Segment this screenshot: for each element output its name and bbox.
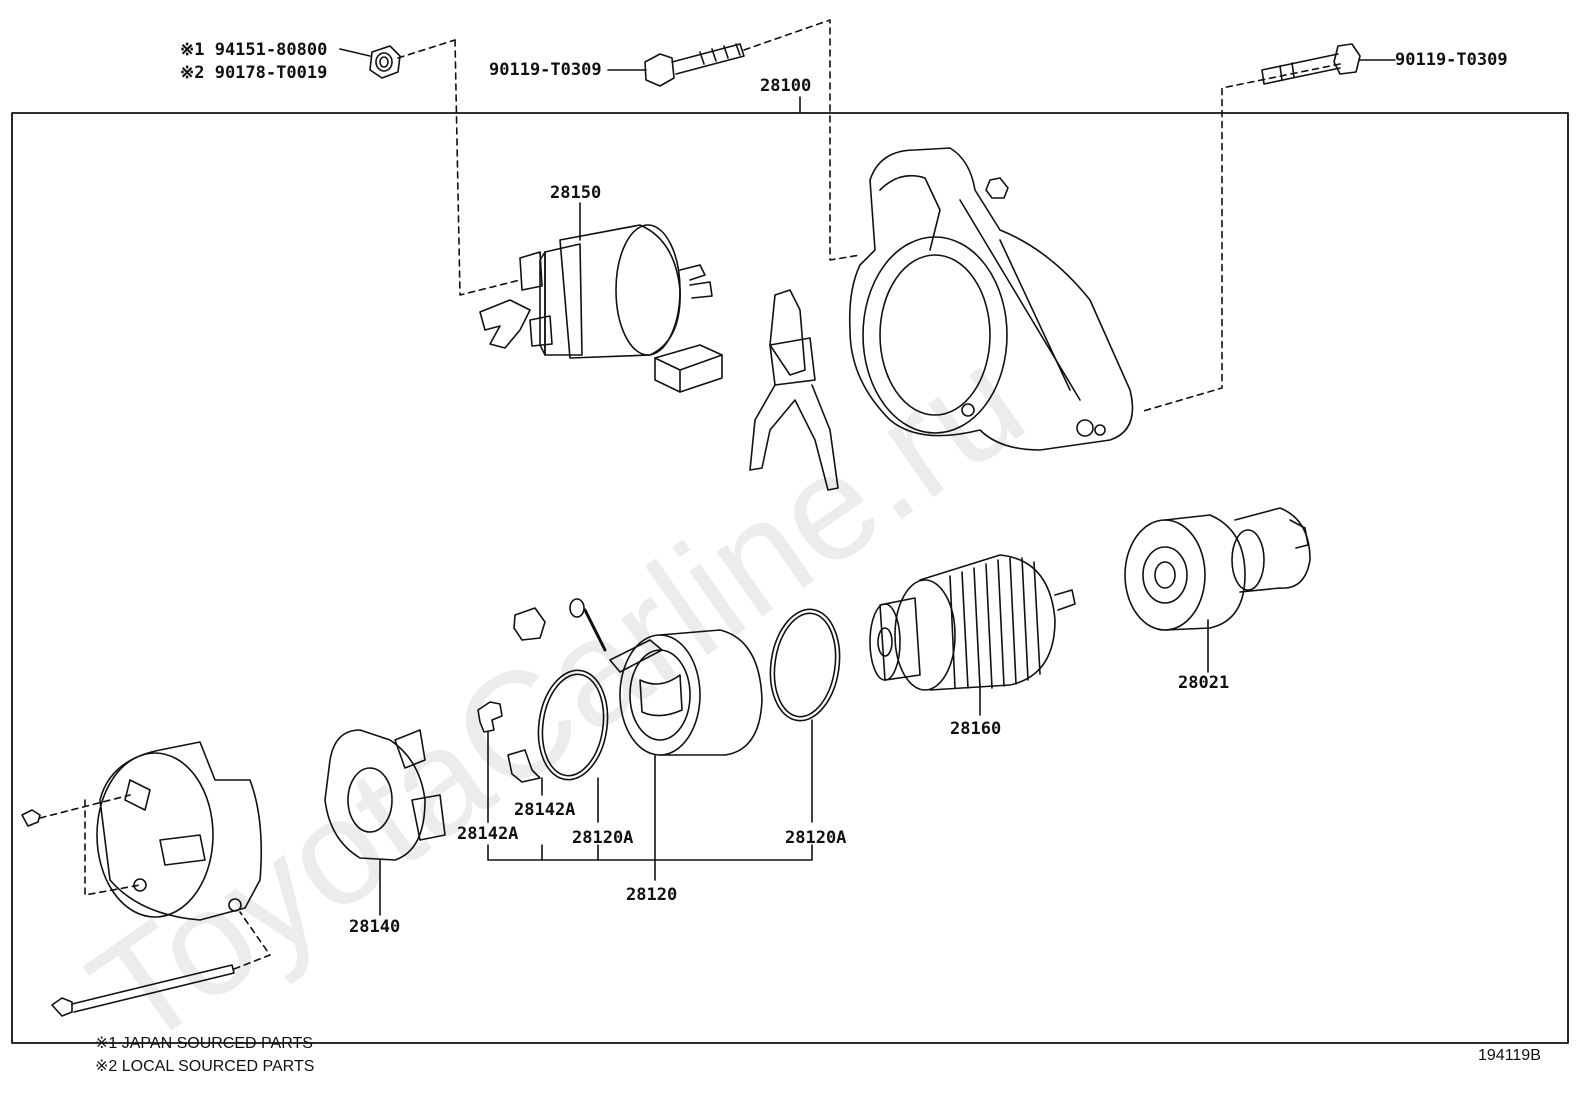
through-bolt-icon	[51, 964, 235, 1017]
label-armature: 28160	[950, 719, 1002, 739]
label-clutch: 28021	[1178, 673, 1230, 693]
label-yoke-ring-b: 28120A	[785, 828, 847, 848]
terminal-ring	[569, 598, 585, 618]
label-brush-spring-b: 28142A	[514, 800, 576, 820]
o-ring	[769, 608, 841, 722]
screw-icon	[21, 809, 41, 827]
bolt-icon	[644, 43, 745, 87]
brush-holder	[324, 729, 446, 861]
armature	[869, 554, 1076, 691]
leader-nut	[397, 39, 456, 59]
label-yoke-ring-a: 28120A	[572, 828, 634, 848]
starter-housing	[848, 147, 1134, 451]
nut-icon	[369, 45, 401, 79]
nut-icon	[513, 607, 546, 641]
plunger-block	[654, 344, 723, 393]
leader-nut-dash	[454, 39, 521, 296]
starter-clutch	[1124, 507, 1311, 631]
label-note2-code: ※2 90178-T0019	[180, 63, 328, 83]
yoke-assembly	[583, 608, 763, 756]
label-brush-holder: 28140	[349, 917, 401, 937]
leader-bolt-right	[1139, 63, 1341, 413]
label-brush-spring-a: 28142A	[457, 824, 519, 844]
o-ring	[537, 669, 609, 781]
label-bolt-top-left: 90119-T0309	[489, 60, 602, 80]
frame-border	[11, 112, 1569, 1044]
footnote-japan: ※1 JAPAN SOURCED PARTS	[95, 1035, 313, 1052]
brush-spring	[507, 749, 541, 783]
label-bolt-top-right: 90119-T0309	[1395, 50, 1508, 70]
brush-spring	[477, 701, 503, 733]
bolt-icon	[1261, 43, 1361, 85]
footnote-local: ※2 LOCAL SOURCED PARTS	[95, 1058, 315, 1075]
label-yoke: 28120	[626, 885, 678, 905]
leader-bracket	[487, 844, 813, 861]
solenoid-switch	[479, 224, 713, 359]
leader-bolt-left	[743, 19, 861, 261]
label-note1-code: ※1 94151-80800	[180, 40, 328, 60]
end-frame	[96, 741, 263, 921]
diagram-code: 194119B	[1478, 1047, 1541, 1064]
label-housing: 28100	[760, 76, 812, 96]
drive-lever	[749, 289, 839, 491]
label-solenoid: 28150	[550, 183, 602, 203]
